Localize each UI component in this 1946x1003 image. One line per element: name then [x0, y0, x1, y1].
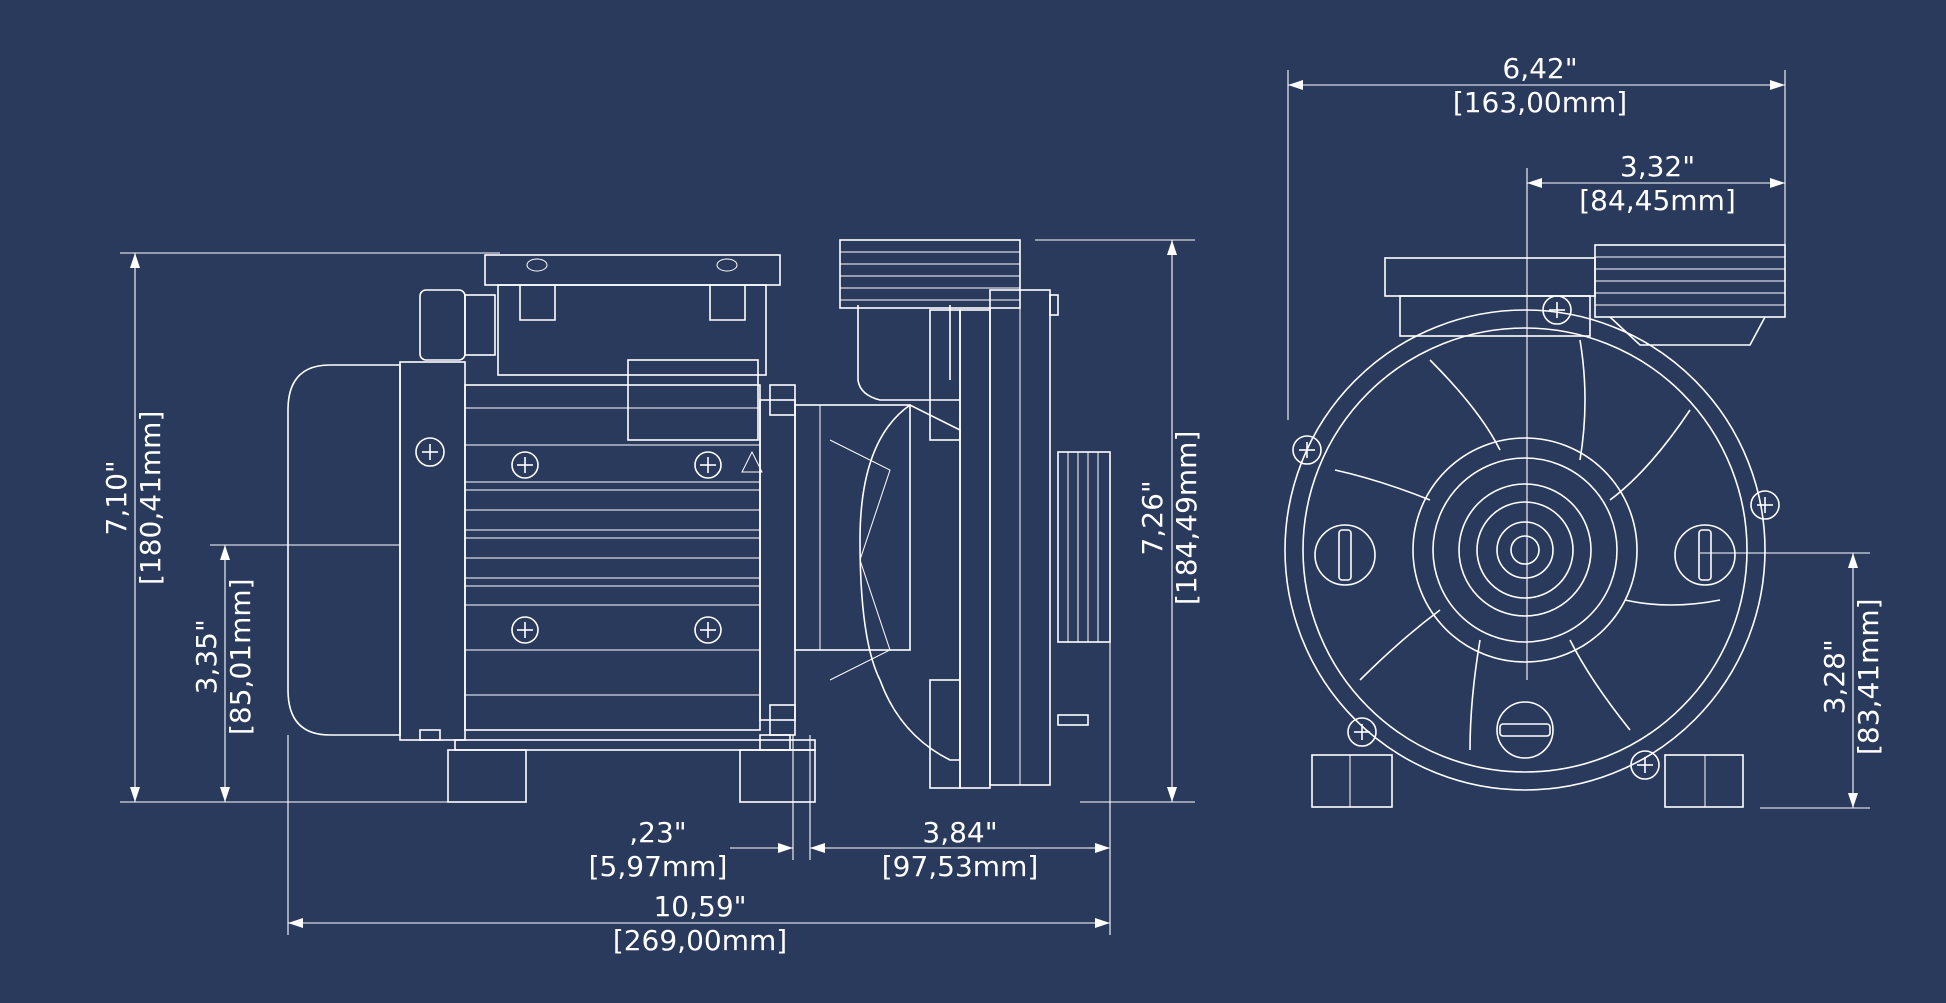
dim-inch: 10,59"	[653, 890, 747, 923]
dim-inch: 6,42"	[1502, 52, 1578, 85]
pump-feet	[419, 729, 816, 803]
dim-inch: 3,28"	[1818, 639, 1851, 715]
dim-shaft-height-front: 3,28" [83,41mm]	[1818, 598, 1886, 755]
dim-mm: [269,00mm]	[612, 924, 788, 957]
drain-plugs	[1314, 524, 1736, 759]
dim-outlet-height: 7,26" [184,49mm]	[1136, 431, 1204, 605]
dim-mm: [163,00mm]	[1452, 86, 1628, 119]
dim-inch: 3,84"	[922, 816, 998, 849]
dim-mm: [83,41mm]	[1852, 598, 1885, 755]
dim-inch: 7,10"	[100, 460, 133, 536]
dim-overall-height-side: 7,10" [180,41mm]	[100, 411, 168, 585]
dim-flange-gap: ,23" [5,97mm]	[588, 816, 728, 884]
dim-overall-length: 10,59" [269,00mm]	[610, 890, 790, 958]
dim-mm: [85,01mm]	[224, 578, 257, 735]
dimension-lines	[120, 70, 1870, 935]
outlet-thread-top	[839, 239, 1021, 309]
dim-inlet-length: 3,84" [97,53mm]	[880, 816, 1040, 884]
dim-mm: [5,97mm]	[588, 850, 728, 883]
dim-overall-width-front: 6,42" [163,00mm]	[1450, 52, 1630, 120]
dim-inch: 7,26"	[1136, 480, 1169, 556]
outlet-thread-front	[1594, 244, 1786, 318]
inlet-thread-right	[1057, 451, 1111, 643]
front-view	[1284, 244, 1786, 808]
dim-inch: ,23"	[629, 816, 687, 849]
motor-screws	[511, 450, 763, 644]
dim-mm: [180,41mm]	[134, 410, 167, 585]
dim-mm: [84,45mm]	[1579, 184, 1736, 217]
dim-inch: 3,35"	[190, 619, 223, 695]
flange-screws	[1292, 295, 1780, 780]
dim-mm: [97,53mm]	[881, 850, 1039, 883]
dim-inch: 3,32"	[1619, 150, 1696, 183]
dim-shaft-height-side: 3,35" [85,01mm]	[190, 578, 258, 735]
side-view	[287, 239, 1111, 803]
dim-mm: [184,49mm]	[1170, 430, 1203, 605]
dim-outlet-offset-front: 3,32" [84,45mm]	[1575, 150, 1740, 218]
motor-fins	[465, 407, 760, 696]
housing-ribs	[1334, 339, 1721, 751]
